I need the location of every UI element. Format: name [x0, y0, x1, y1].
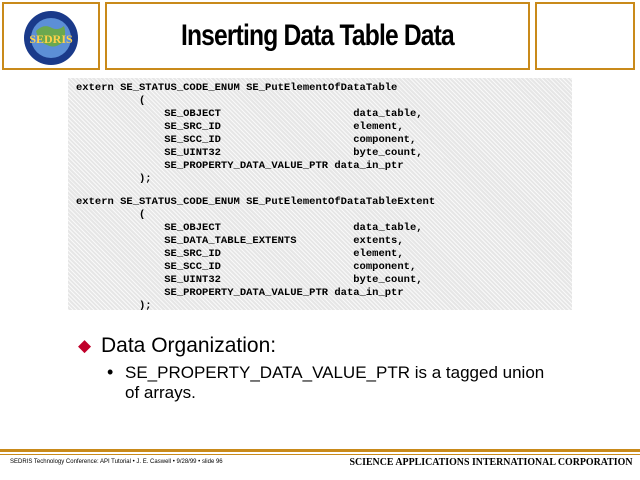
logo-text: SEDRIS [29, 32, 73, 46]
code-line: SE_PROPERTY_DATA_VALUE_PTR data_in_ptr [76, 287, 404, 299]
code-line: extern SE_STATUS_CODE_ENUM SE_PutElement… [76, 82, 398, 94]
code-line: ( [76, 209, 146, 221]
code-line: ); [76, 173, 152, 185]
sub-bullet-dot-icon: • [107, 362, 114, 382]
sedris-logo-icon: SEDRIS [24, 11, 78, 65]
code-line: SE_DATA_TABLE_EXTENTS extents, [76, 235, 404, 247]
page-title: Inserting Data Table Data [181, 19, 455, 52]
code-block: extern SE_STATUS_CODE_ENUM SE_PutElement… [68, 78, 572, 312]
footer-divider-thin [0, 454, 640, 455]
code-line: extern SE_STATUS_CODE_ENUM SE_PutElement… [76, 196, 436, 208]
right-frame [535, 2, 635, 70]
code-line: SE_PROPERTY_DATA_VALUE_PTR data_in_ptr [76, 160, 404, 172]
code-line: SE_SCC_ID component, [76, 134, 417, 146]
main-bullet-text: Data Organization: [101, 334, 277, 357]
footer-credit: SEDRIS Technology Conference: API Tutori… [10, 459, 223, 465]
code-line: SE_SCC_ID component, [76, 261, 417, 273]
sub-bullet-text: SE_PROPERTY_DATA_VALUE_PTR is a tagged u… [125, 363, 545, 402]
code-line: SE_UINT32 byte_count, [76, 147, 423, 159]
code-line: SE_UINT32 byte_count, [76, 274, 423, 286]
code-line: ); [76, 300, 152, 312]
diamond-bullet-icon: ◆ [78, 336, 92, 356]
code-line: SE_OBJECT data_table, [76, 108, 423, 120]
code-line: SE_SRC_ID element, [76, 121, 404, 133]
logo-frame: SEDRIS [2, 2, 100, 70]
code-line: SE_OBJECT data_table, [76, 222, 423, 234]
code-line: ( [76, 95, 146, 107]
footer-divider [0, 449, 640, 452]
footer-company: SCIENCE APPLICATIONS INTERNATIONAL CORPO… [348, 456, 632, 468]
code-line: SE_SRC_ID element, [76, 248, 404, 260]
title-frame: Inserting Data Table Data [105, 2, 530, 70]
